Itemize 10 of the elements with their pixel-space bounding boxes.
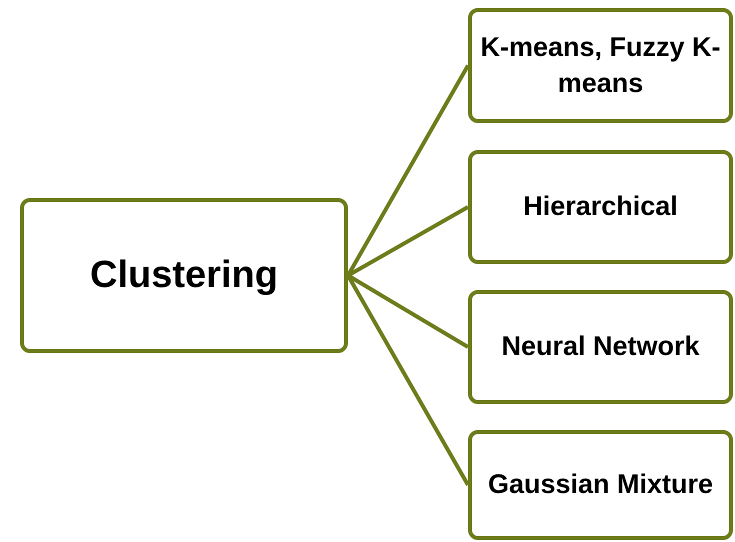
process-box [468, 430, 733, 540]
process-box [468, 290, 733, 404]
process-box [20, 198, 348, 353]
node-label: Neural Network [501, 330, 700, 364]
process-box [468, 8, 733, 123]
node-label: Gaussian Mixture [488, 468, 714, 502]
node-label: Hierarchical [523, 190, 678, 224]
node-label: K-means, Fuzzy K-means [480, 31, 721, 100]
node-label: Clustering [90, 252, 278, 298]
process-box [468, 150, 733, 264]
